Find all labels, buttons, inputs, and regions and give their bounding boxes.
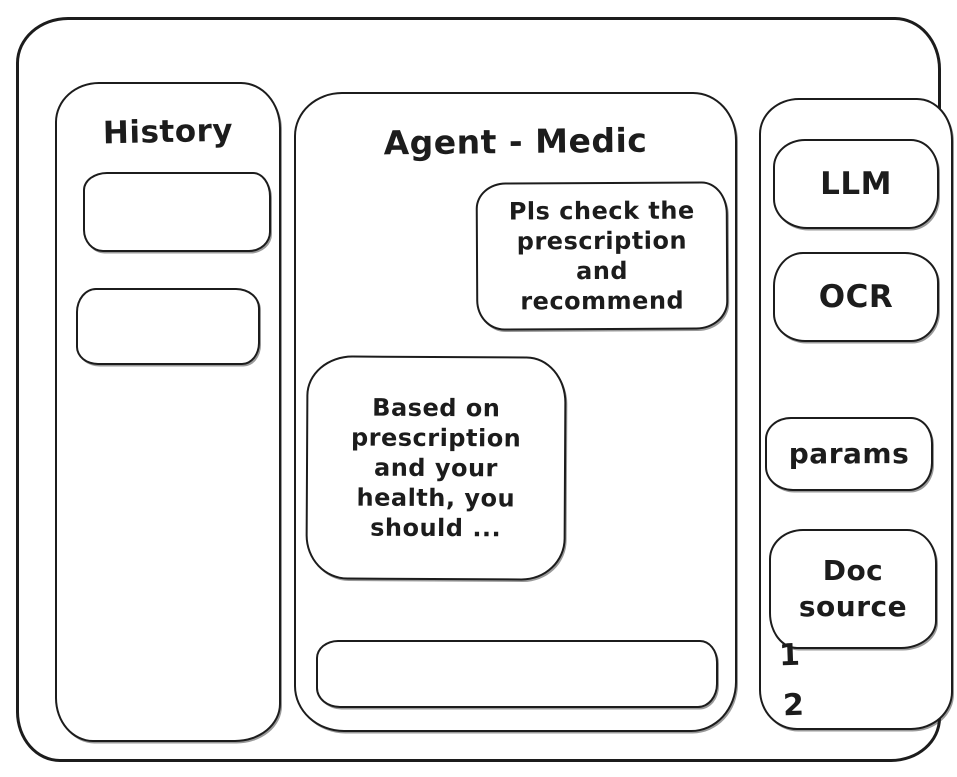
history-item[interactable] — [76, 288, 260, 365]
chat-title: Agent - Medic — [383, 120, 648, 163]
user-message-text: Pls check the prescription and recommend — [508, 196, 695, 316]
doc-source-item-1[interactable]: 1 — [778, 637, 801, 674]
history-sidebar: History — [55, 82, 281, 742]
doc-source-item-2[interactable]: 2 — [782, 687, 805, 724]
history-title: History — [102, 112, 234, 152]
tools-sidebar: LLM OCR params Doc source 1 2 — [759, 98, 953, 730]
params-button[interactable]: params — [765, 417, 933, 491]
chat-input[interactable] — [316, 640, 718, 708]
user-message-bubble: Pls check the prescription and recommend — [475, 181, 729, 331]
app-frame: History Agent - Medic Pls check the pres… — [16, 17, 953, 762]
doc-source-button[interactable]: Doc source — [769, 529, 937, 649]
assistant-message-bubble: Based on prescription and your health, y… — [305, 355, 567, 581]
assistant-message-text: Based on prescription and your health, y… — [350, 393, 522, 543]
history-item[interactable] — [83, 172, 271, 252]
ocr-button[interactable]: OCR — [773, 252, 939, 342]
chat-panel: Agent - Medic Pls check the prescription… — [294, 92, 737, 732]
llm-button[interactable]: LLM — [773, 139, 939, 229]
